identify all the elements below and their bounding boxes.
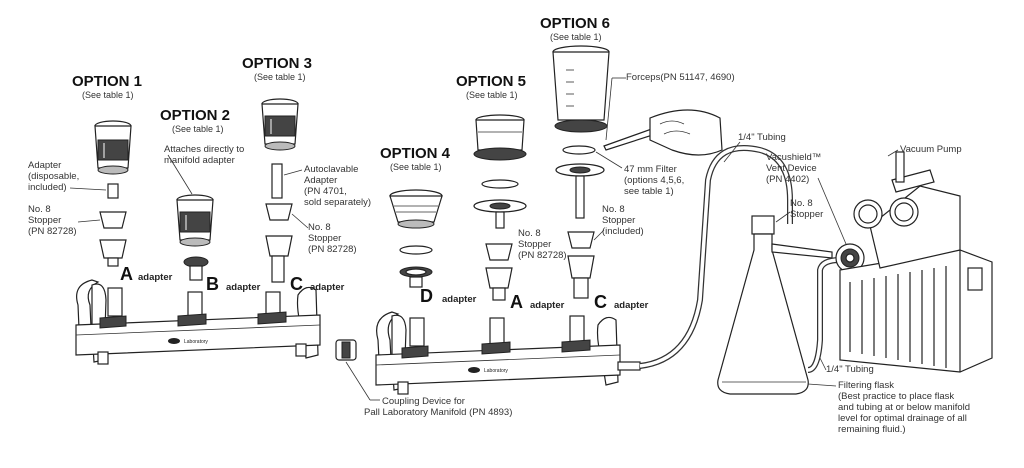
- option-1-adapter-a: [99, 239, 127, 259]
- autoclavable-line4: sold separately): [304, 197, 371, 208]
- stopper-1-line2: Stopper: [28, 215, 61, 226]
- vacuum-pump-label: Vacuum Pump: [900, 144, 962, 155]
- stopper-5-line3: (PN 82728): [518, 250, 567, 261]
- option-6-adapter-c: [567, 255, 595, 279]
- option-3-autoclavable-adapter: [271, 163, 283, 199]
- attaches-line1: Attaches directly to: [164, 144, 244, 155]
- option-1-stopper: [99, 211, 127, 229]
- adapter-letter-2: B: [206, 274, 219, 294]
- filtering-flask: [717, 215, 833, 395]
- flask-line4: level for optimal drainage of all: [838, 413, 967, 424]
- adapter-disposable-line1: Adapter: [28, 160, 61, 171]
- option-3-funnel: [261, 98, 299, 151]
- option-6-note: (See table 1): [550, 32, 602, 42]
- option-5-stopper: [485, 243, 513, 261]
- coupling-label-line2: Pall Laboratory Manifold (PN 4893): [364, 407, 512, 418]
- option-5-funnel: [473, 114, 527, 161]
- stopper-6-line3: (included): [602, 226, 644, 237]
- adapter-letter-4: D: [420, 286, 433, 306]
- adapter-word-4: adapter: [442, 294, 477, 305]
- vacuum-pump: [839, 151, 993, 373]
- filter-line3: see table 1): [624, 186, 674, 197]
- stopper-3-line1: No. 8: [308, 222, 331, 233]
- coupling-device: [335, 339, 380, 401]
- autoclavable-line3: (PN 4701,: [304, 186, 347, 197]
- coupling-label-line1: Coupling Device for: [382, 396, 465, 407]
- option-2-funnel: [176, 194, 214, 247]
- vent-line1: Vacushield™: [766, 152, 821, 163]
- stopper-1-line3: (PN 82728): [28, 226, 77, 237]
- tubing-bottom-label: 1/4" Tubing: [826, 364, 874, 375]
- filter-line1: 47 mm Filter: [624, 164, 677, 175]
- option-1-note: (See table 1): [82, 90, 134, 100]
- option-6-title: OPTION 6: [540, 15, 610, 32]
- option-4-funnel: [389, 189, 443, 229]
- adapter-letter-5: A: [510, 292, 523, 312]
- tubing-top-label: 1/4" Tubing: [738, 132, 786, 143]
- filter-line2: (options 4,5,6,: [624, 175, 684, 186]
- attaches-line2: manifold adapter: [164, 155, 235, 166]
- adapter-word-1: adapter: [138, 272, 173, 283]
- option-5-title: OPTION 5: [456, 73, 526, 90]
- option-5-note: (See table 1): [466, 90, 518, 100]
- stopper-3-line3: (PN 82728): [308, 244, 357, 255]
- stopper-1-line1: No. 8: [28, 204, 51, 215]
- option-4-note: (See table 1): [390, 162, 442, 172]
- stopper-flask-line2: Stopper: [790, 209, 823, 220]
- flask-line3: and tubing at or below manifold: [838, 402, 970, 413]
- option-3-note: (See table 1): [254, 72, 306, 82]
- adapter-word-2: adapter: [226, 282, 261, 293]
- option-1-title: OPTION 1: [72, 73, 142, 90]
- stopper-flask-line1: No. 8: [790, 198, 813, 209]
- option-3-stopper: [265, 203, 293, 221]
- forceps-and-hand: [603, 109, 723, 156]
- option-1-funnel: [94, 120, 132, 175]
- option-4-title: OPTION 4: [380, 145, 451, 162]
- forceps-label: Forceps(PN 51147, 4690): [626, 72, 735, 83]
- left-manifold: Laboratory: [75, 279, 321, 365]
- autoclavable-line1: Autoclavable: [304, 164, 358, 175]
- stopper-5-line2: Stopper: [518, 239, 551, 250]
- vent-line2: Vent Device: [766, 163, 817, 174]
- option-3-title: OPTION 3: [242, 55, 312, 72]
- stopper-6-line1: No. 8: [602, 204, 625, 215]
- stopper-5-line1: No. 8: [518, 228, 541, 239]
- option-1-disposable-adapter: [107, 183, 119, 199]
- adapter-word-3: adapter: [310, 282, 345, 293]
- adapter-letter-6: C: [594, 292, 607, 312]
- option-4-filter: [399, 245, 433, 255]
- adapter-letter-1: A: [120, 264, 133, 284]
- adapter-word-6: adapter: [614, 300, 649, 311]
- tubing-flask-to-pump: [807, 257, 841, 373]
- flask-line1: Filtering flask: [838, 380, 894, 391]
- option-6-stopper: [567, 231, 595, 249]
- autoclavable-line2: Adapter: [304, 175, 337, 186]
- adapter-letter-3: C: [290, 274, 303, 294]
- option-3-adapter-c: [265, 235, 293, 257]
- left-manifold-brand: Laboratory: [184, 339, 208, 345]
- option-5-adapter-a: [485, 267, 513, 289]
- adapter-word-5: adapter: [530, 300, 565, 311]
- stopper-6-line2: Stopper: [602, 215, 635, 226]
- adapter-disposable-line3: included): [28, 182, 67, 193]
- right-manifold: Laboratory: [375, 311, 641, 395]
- option-2-note: (See table 1): [172, 124, 224, 134]
- option-2-title: OPTION 2: [160, 107, 230, 124]
- flask-line2: (Best practice to place flask: [838, 391, 954, 402]
- vent-line3: (PN 4402): [766, 174, 809, 185]
- flask-line5: remaining fluid.): [838, 424, 906, 435]
- stopper-3-line2: Stopper: [308, 233, 341, 244]
- option-5-filter: [481, 179, 519, 189]
- option-6-filter: [562, 145, 596, 155]
- option-6-funnel: [552, 45, 610, 133]
- right-manifold-brand: Laboratory: [484, 368, 508, 374]
- adapter-disposable-line2: (disposable,: [28, 171, 79, 182]
